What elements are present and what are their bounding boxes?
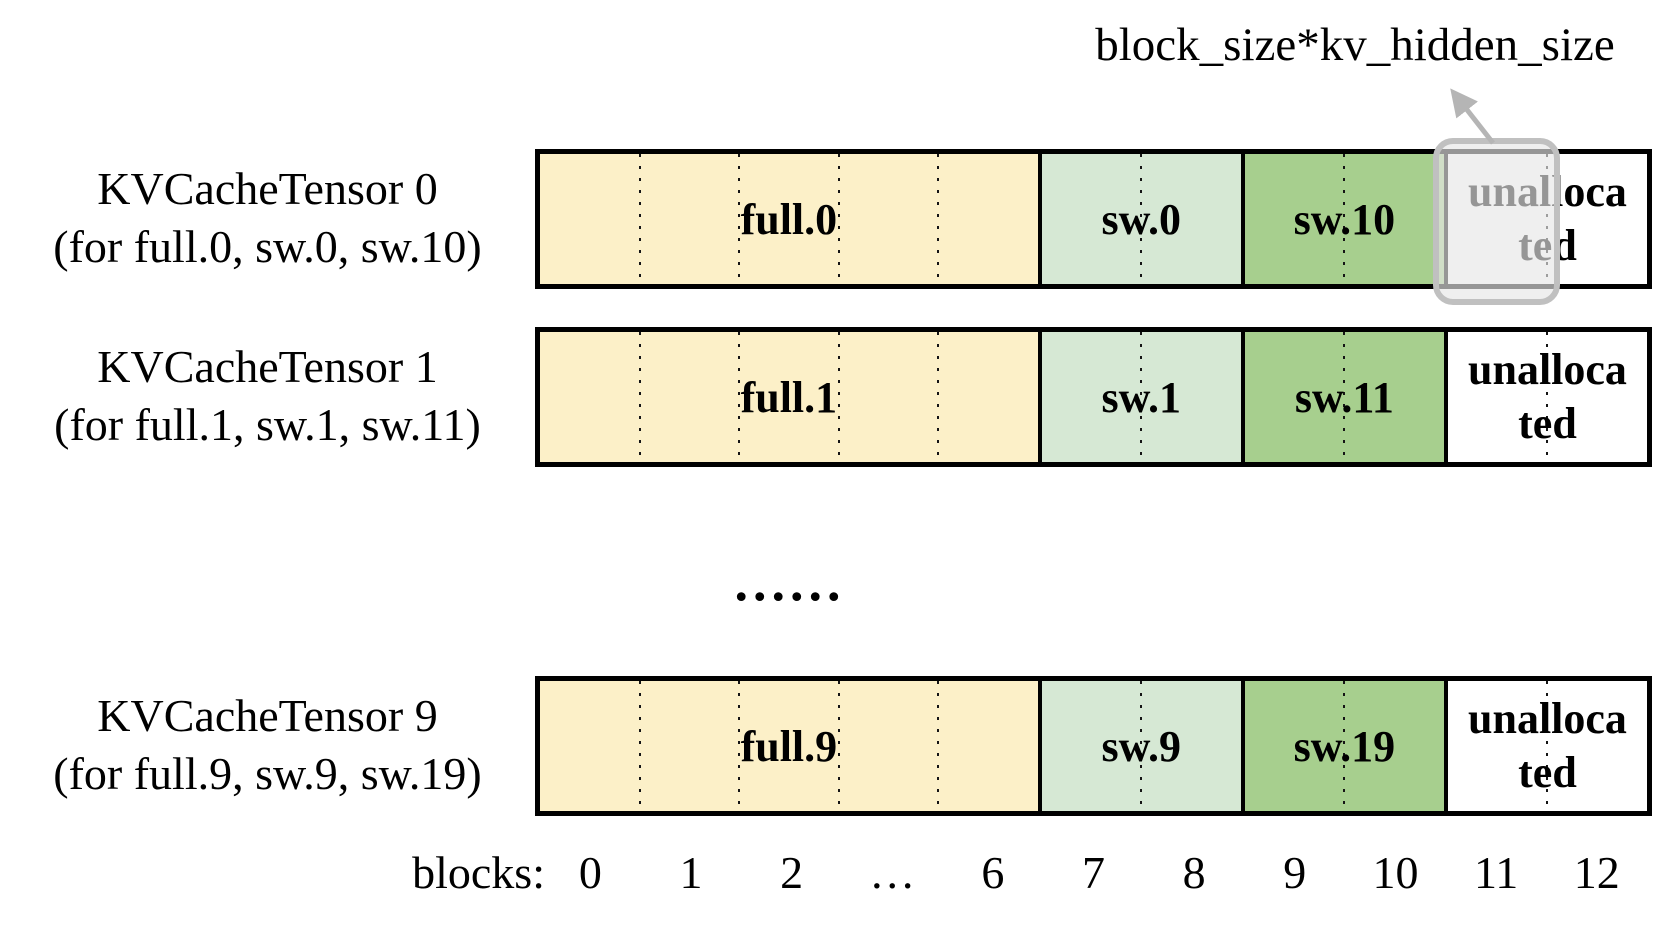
block-divider <box>1546 332 1549 462</box>
kv-cache-bar-1: full.1 sw.1 sw.11 unallocated <box>535 327 1652 467</box>
rows-ellipsis: ...... <box>734 552 846 612</box>
axis-tick-7: 7 <box>1082 847 1106 898</box>
block-divider <box>1343 332 1346 462</box>
section-sw-10-label: sw.10 <box>1293 194 1396 244</box>
block-divider <box>937 332 940 462</box>
tensor-row-9: KVCacheTensor 9 (for full.9, sw.9, sw.19… <box>0 676 1676 816</box>
section-sw-11-label: sw.11 <box>1294 372 1394 422</box>
section-sw-0: sw.0 <box>1037 154 1241 284</box>
section-sw-19: sw.19 <box>1240 681 1444 811</box>
block-divider <box>1140 332 1143 462</box>
tensor-row-1-title: KVCacheTensor 1 <box>97 341 438 392</box>
annotation-arrow-icon <box>1450 88 1495 145</box>
tensor-row-1-label: KVCacheTensor 1 (for full.1, sw.1, sw.11… <box>15 338 520 454</box>
section-full-1-label: full.1 <box>740 372 838 422</box>
arrow-line <box>1450 88 1495 145</box>
block-divider <box>937 154 940 284</box>
block-divider <box>1343 154 1346 284</box>
block-divider <box>1140 154 1143 284</box>
section-sw-9-label: sw.9 <box>1101 721 1182 771</box>
block-divider <box>1546 681 1549 811</box>
block-divider <box>638 332 641 462</box>
axis-tick-8: 8 <box>1182 847 1206 898</box>
axis-tick-10: 10 <box>1372 847 1419 898</box>
section-unallocated-9-label: unallocated <box>1468 694 1627 797</box>
block-divider <box>1140 681 1143 811</box>
axis-tick-0: 0 <box>578 847 602 898</box>
tensor-row-9-title: KVCacheTensor 9 <box>97 690 438 741</box>
blocks-axis: 0 1 2 … 6 7 8 9 10 11 12 <box>540 845 1647 901</box>
tensor-row-9-subtitle: (for full.9, sw.9, sw.19) <box>53 748 482 799</box>
block-divider <box>738 681 741 811</box>
section-full-1: full.1 <box>540 332 1038 462</box>
tensor-row-0-label: KVCacheTensor 0 (for full.0, sw.0, sw.10… <box>15 160 520 276</box>
tensor-row-1-subtitle: (for full.1, sw.1, sw.11) <box>54 399 481 450</box>
section-unallocated-9: unallocated <box>1443 681 1648 811</box>
block-divider <box>837 154 840 284</box>
section-unallocated-1-label: unallocated <box>1468 345 1627 448</box>
axis-tick-1: 1 <box>679 847 703 898</box>
section-full-9: full.9 <box>540 681 1038 811</box>
section-full-9-label: full.9 <box>740 721 838 771</box>
section-sw-10: sw.10 <box>1240 154 1444 284</box>
section-sw-11: sw.11 <box>1240 332 1444 462</box>
kv-cache-bar-9: full.9 sw.9 sw.19 unallocated <box>535 676 1652 816</box>
section-unallocated-1: unallocated <box>1443 332 1648 462</box>
tensor-row-0-subtitle: (for full.0, sw.0, sw.10) <box>53 221 482 272</box>
section-sw-0-label: sw.0 <box>1101 194 1182 244</box>
tensor-row-0-title: KVCacheTensor 0 <box>97 163 438 214</box>
section-full-0: full.0 <box>540 154 1038 284</box>
tensor-row-0: KVCacheTensor 0 (for full.0, sw.0, sw.10… <box>0 149 1676 289</box>
axis-tick-ellipsis: … <box>869 847 916 898</box>
tensor-row-9-label: KVCacheTensor 9 (for full.9, sw.9, sw.19… <box>15 687 520 803</box>
block-divider <box>837 681 840 811</box>
highlighted-block-outline <box>1433 138 1560 305</box>
axis-tick-12: 12 <box>1573 847 1620 898</box>
tensor-row-1: KVCacheTensor 1 (for full.1, sw.1, sw.11… <box>0 327 1676 467</box>
axis-tick-11: 11 <box>1473 847 1519 898</box>
block-divider <box>1343 681 1346 811</box>
block-divider <box>738 154 741 284</box>
section-sw-9: sw.9 <box>1037 681 1241 811</box>
section-sw-19-label: sw.19 <box>1293 721 1396 771</box>
block-divider <box>837 332 840 462</box>
axis-tick-9: 9 <box>1283 847 1307 898</box>
axis-tick-6: 6 <box>981 847 1005 898</box>
blocks-axis-prefix: blocks: <box>412 847 545 898</box>
section-sw-1-label: sw.1 <box>1101 372 1182 422</box>
axis-tick-2: 2 <box>780 847 804 898</box>
annotation-block-size-label: block_size*kv_hidden_size <box>1095 19 1615 71</box>
section-sw-1: sw.1 <box>1037 332 1241 462</box>
block-divider <box>738 332 741 462</box>
block-divider <box>937 681 940 811</box>
block-divider <box>638 681 641 811</box>
section-full-0-label: full.0 <box>740 194 838 244</box>
block-divider <box>638 154 641 284</box>
